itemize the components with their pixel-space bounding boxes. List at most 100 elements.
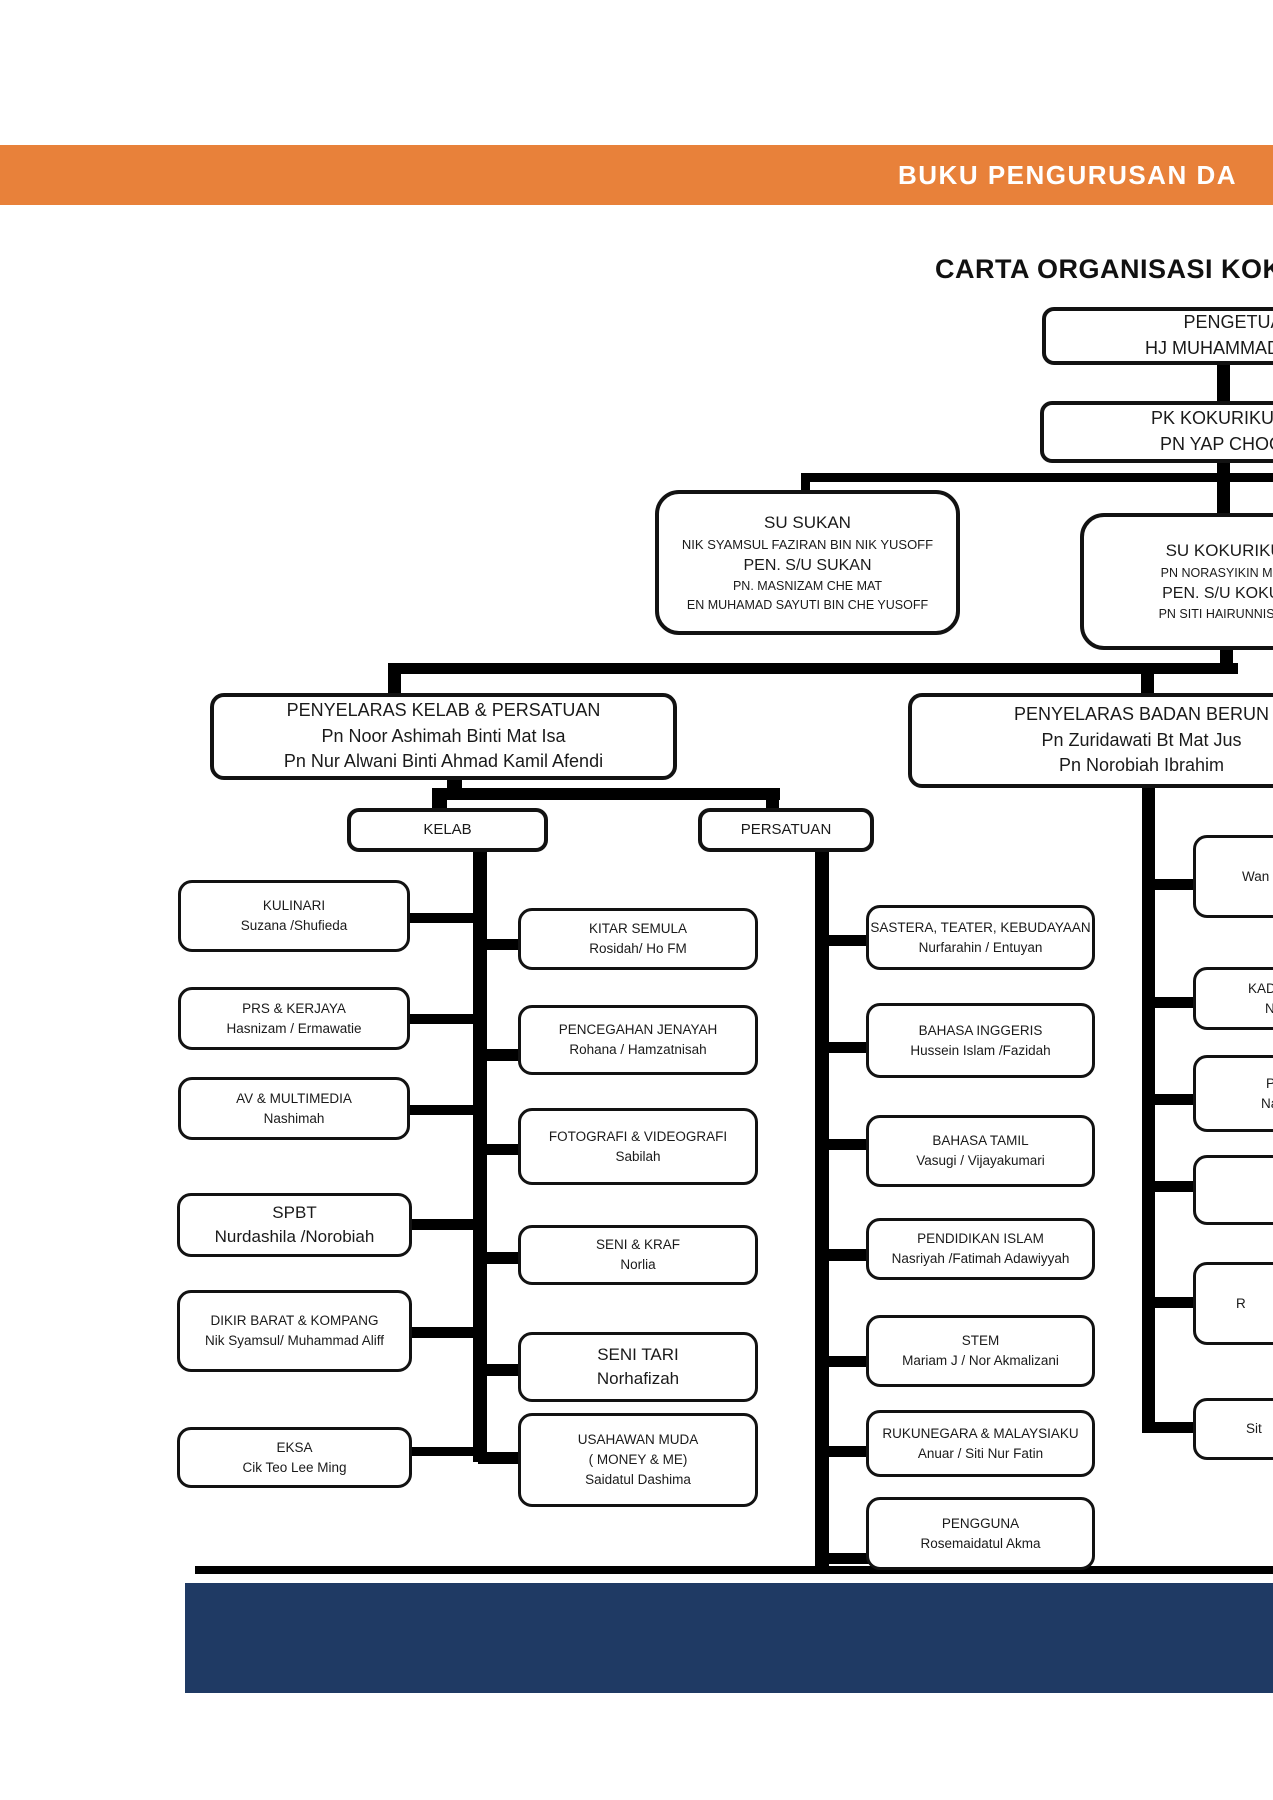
node-person: Nurfarahin / Entuyan bbox=[918, 939, 1043, 955]
node-person: R bbox=[1236, 1295, 1246, 1311]
node-title: PENYELARAS KELAB & PERSATUAN bbox=[286, 699, 601, 720]
org-node-bahasa-tamil: BAHASA TAMIL Vasugi / Vijayakumari bbox=[866, 1115, 1095, 1187]
node-title: SENI TARI bbox=[597, 1344, 679, 1364]
node-person: Saidatul Dashima bbox=[585, 1471, 691, 1487]
connector bbox=[1217, 461, 1230, 515]
node-title: BAHASA TAMIL bbox=[932, 1133, 1029, 1149]
node-title: SPBT bbox=[272, 1202, 317, 1222]
org-node-penyelaras-badan: PENYELARAS BADAN BERUN Pn Zuridawati Bt … bbox=[908, 693, 1273, 788]
connector bbox=[388, 663, 401, 695]
node-title: SU KOKURIKULU bbox=[1165, 541, 1273, 561]
header-banner: BUKU PENGURUSAN DA bbox=[0, 145, 1273, 205]
node-person: Nik Syamsul/ Muhammad Aliff bbox=[204, 1333, 385, 1348]
node-title: KULINARI bbox=[262, 898, 326, 914]
org-node-pengetua: PENGETUA HJ MUHAMMAD ASR bbox=[1042, 307, 1273, 365]
org-node-pk-kokurikulum: PK KOKURIKULU PN YAP CHOOI bbox=[1040, 401, 1273, 463]
node-person: Pn Zuridawati Bt Mat Jus bbox=[1041, 729, 1242, 750]
node-title: BAHASA INGGERIS bbox=[918, 1022, 1043, 1038]
org-node-rukunegara: RUKUNEGARA & MALAYSIAKU Anuar / Siti Nur… bbox=[866, 1410, 1095, 1477]
node-person: Rosemaidatul Akma bbox=[920, 1535, 1041, 1551]
org-node-seni-kraf: SENI & KRAF Norlia bbox=[518, 1225, 758, 1285]
org-node-pencegahan-jenayah: PENCEGAHAN JENAYAH Rohana / Hamzatnisah bbox=[518, 1005, 758, 1075]
node-title: PENGETUA bbox=[1183, 312, 1273, 333]
node-person: Pn Noor Ashimah Binti Mat Isa bbox=[321, 725, 566, 746]
node-subtitle: ( MONEY & ME) bbox=[588, 1452, 688, 1468]
node-person: PN NORASYIKIN MUHAM bbox=[1160, 565, 1273, 580]
node-person: Norlia bbox=[620, 1257, 656, 1272]
connector bbox=[408, 913, 478, 923]
node-person: Hussein Islam /Fazidah bbox=[910, 1042, 1051, 1058]
org-node-eksa: EKSA Cik Teo Lee Ming bbox=[177, 1427, 412, 1488]
node-person: Wan bbox=[1242, 868, 1270, 884]
connector bbox=[478, 1452, 522, 1464]
node-person: Nurdashila /Norobiah bbox=[214, 1227, 375, 1246]
org-node-unit-3: P Na bbox=[1193, 1055, 1273, 1132]
connector bbox=[820, 1356, 872, 1367]
org-node-unit-2: KAD N bbox=[1193, 967, 1273, 1030]
org-node-fotografi-videografi: FOTOGRAFI & VIDEOGRAFI Sabilah bbox=[518, 1108, 758, 1185]
connector bbox=[1220, 646, 1233, 668]
connector bbox=[820, 935, 872, 946]
org-node-seni-tari: SENI TARI Norhafizah bbox=[518, 1332, 758, 1402]
node-title: PERSATUAN bbox=[740, 821, 832, 839]
connector bbox=[408, 1327, 478, 1338]
connector bbox=[801, 473, 810, 492]
connector bbox=[820, 1553, 872, 1564]
node-person: Na bbox=[1261, 1095, 1273, 1111]
connector bbox=[1217, 365, 1230, 405]
org-node-av-multimedia: AV & MULTIMEDIA Nashimah bbox=[178, 1077, 410, 1140]
node-title: KAD bbox=[1248, 980, 1273, 996]
node-person: Vasugi / Vijayakumari bbox=[916, 1153, 1045, 1168]
org-node-spbt: SPBT Nurdashila /Norobiah bbox=[177, 1193, 412, 1257]
divider-line bbox=[195, 1566, 1273, 1574]
node-person: Anuar / Siti Nur Fatin bbox=[917, 1445, 1044, 1461]
org-node-sastera-teater: SASTERA, TEATER, KEBUDAYAAN Nurfarahin /… bbox=[866, 905, 1095, 970]
node-title: P bbox=[1266, 1075, 1273, 1091]
node-person: N bbox=[1265, 1000, 1273, 1016]
connector bbox=[408, 1105, 478, 1115]
connector bbox=[432, 788, 780, 800]
node-title: DIKIR BARAT & KOMPANG bbox=[210, 1313, 379, 1329]
node-title: PENGGUNA bbox=[941, 1515, 1020, 1531]
node-person: Rosidah/ Ho FM bbox=[589, 941, 687, 956]
node-title: FOTOGRAFI & VIDEOGRAFI bbox=[548, 1128, 728, 1144]
connector bbox=[766, 795, 779, 810]
org-node-stem: STEM Mariam J / Nor Akmalizani bbox=[866, 1315, 1095, 1387]
node-person: NIK SYAMSUL FAZIRAN BIN NIK YUSOFF bbox=[681, 537, 934, 553]
org-node-unit-1: Wan bbox=[1193, 835, 1273, 918]
connector-badan-trunk bbox=[1142, 786, 1155, 1433]
node-person: Pn Nur Alwani Binti Ahmad Kamil Afendi bbox=[283, 751, 604, 772]
page-title: CARTA ORGANISASI KOKUR bbox=[935, 254, 1273, 284]
node-person: HJ MUHAMMAD ASR bbox=[1144, 338, 1273, 358]
connector bbox=[1146, 997, 1198, 1008]
node-title: STEM bbox=[961, 1333, 1000, 1349]
node-person: Norhafizah bbox=[596, 1369, 680, 1388]
node-person: Suzana /Shufieda bbox=[240, 918, 348, 933]
connector bbox=[820, 1042, 872, 1053]
connector bbox=[432, 795, 447, 810]
node-title: PENYELARAS BADAN BERUN bbox=[1013, 703, 1270, 724]
connector bbox=[820, 1446, 872, 1457]
connector bbox=[478, 1049, 522, 1061]
connector bbox=[1146, 1422, 1198, 1433]
node-subtitle: PEN. S/U SUKAN bbox=[743, 557, 872, 575]
connector-kelab-trunk bbox=[473, 850, 487, 1462]
node-person: Sabilah bbox=[615, 1148, 661, 1164]
org-node-usahawan-muda: USAHAWAN MUDA ( MONEY & ME) Saidatul Das… bbox=[518, 1413, 758, 1507]
org-node-unit-6: Sit bbox=[1193, 1398, 1273, 1460]
org-node-penyelaras-kelab: PENYELARAS KELAB & PERSATUAN Pn Noor Ash… bbox=[210, 693, 677, 780]
org-node-prs-kerjaya: PRS & KERJAYA Hasnizam / Ermawatie bbox=[178, 987, 410, 1050]
banner-title: BUKU PENGURUSAN DA bbox=[898, 160, 1238, 190]
node-person: Cik Teo Lee Ming bbox=[242, 1459, 347, 1475]
connector bbox=[1146, 1094, 1198, 1105]
node-person: Nashimah bbox=[263, 1110, 325, 1126]
org-node-kulinari: KULINARI Suzana /Shufieda bbox=[178, 880, 410, 952]
connector bbox=[801, 473, 1273, 482]
node-subtitle: PEN. S/U KOKURIU bbox=[1162, 585, 1273, 603]
org-node-kelab-header: KELAB bbox=[347, 808, 548, 852]
footer-bar bbox=[185, 1583, 1273, 1693]
connector bbox=[1146, 1181, 1198, 1192]
node-person: Pn Norobiah Ibrahim bbox=[1058, 755, 1225, 776]
node-title: PRS & KERJAYA bbox=[242, 1000, 346, 1016]
